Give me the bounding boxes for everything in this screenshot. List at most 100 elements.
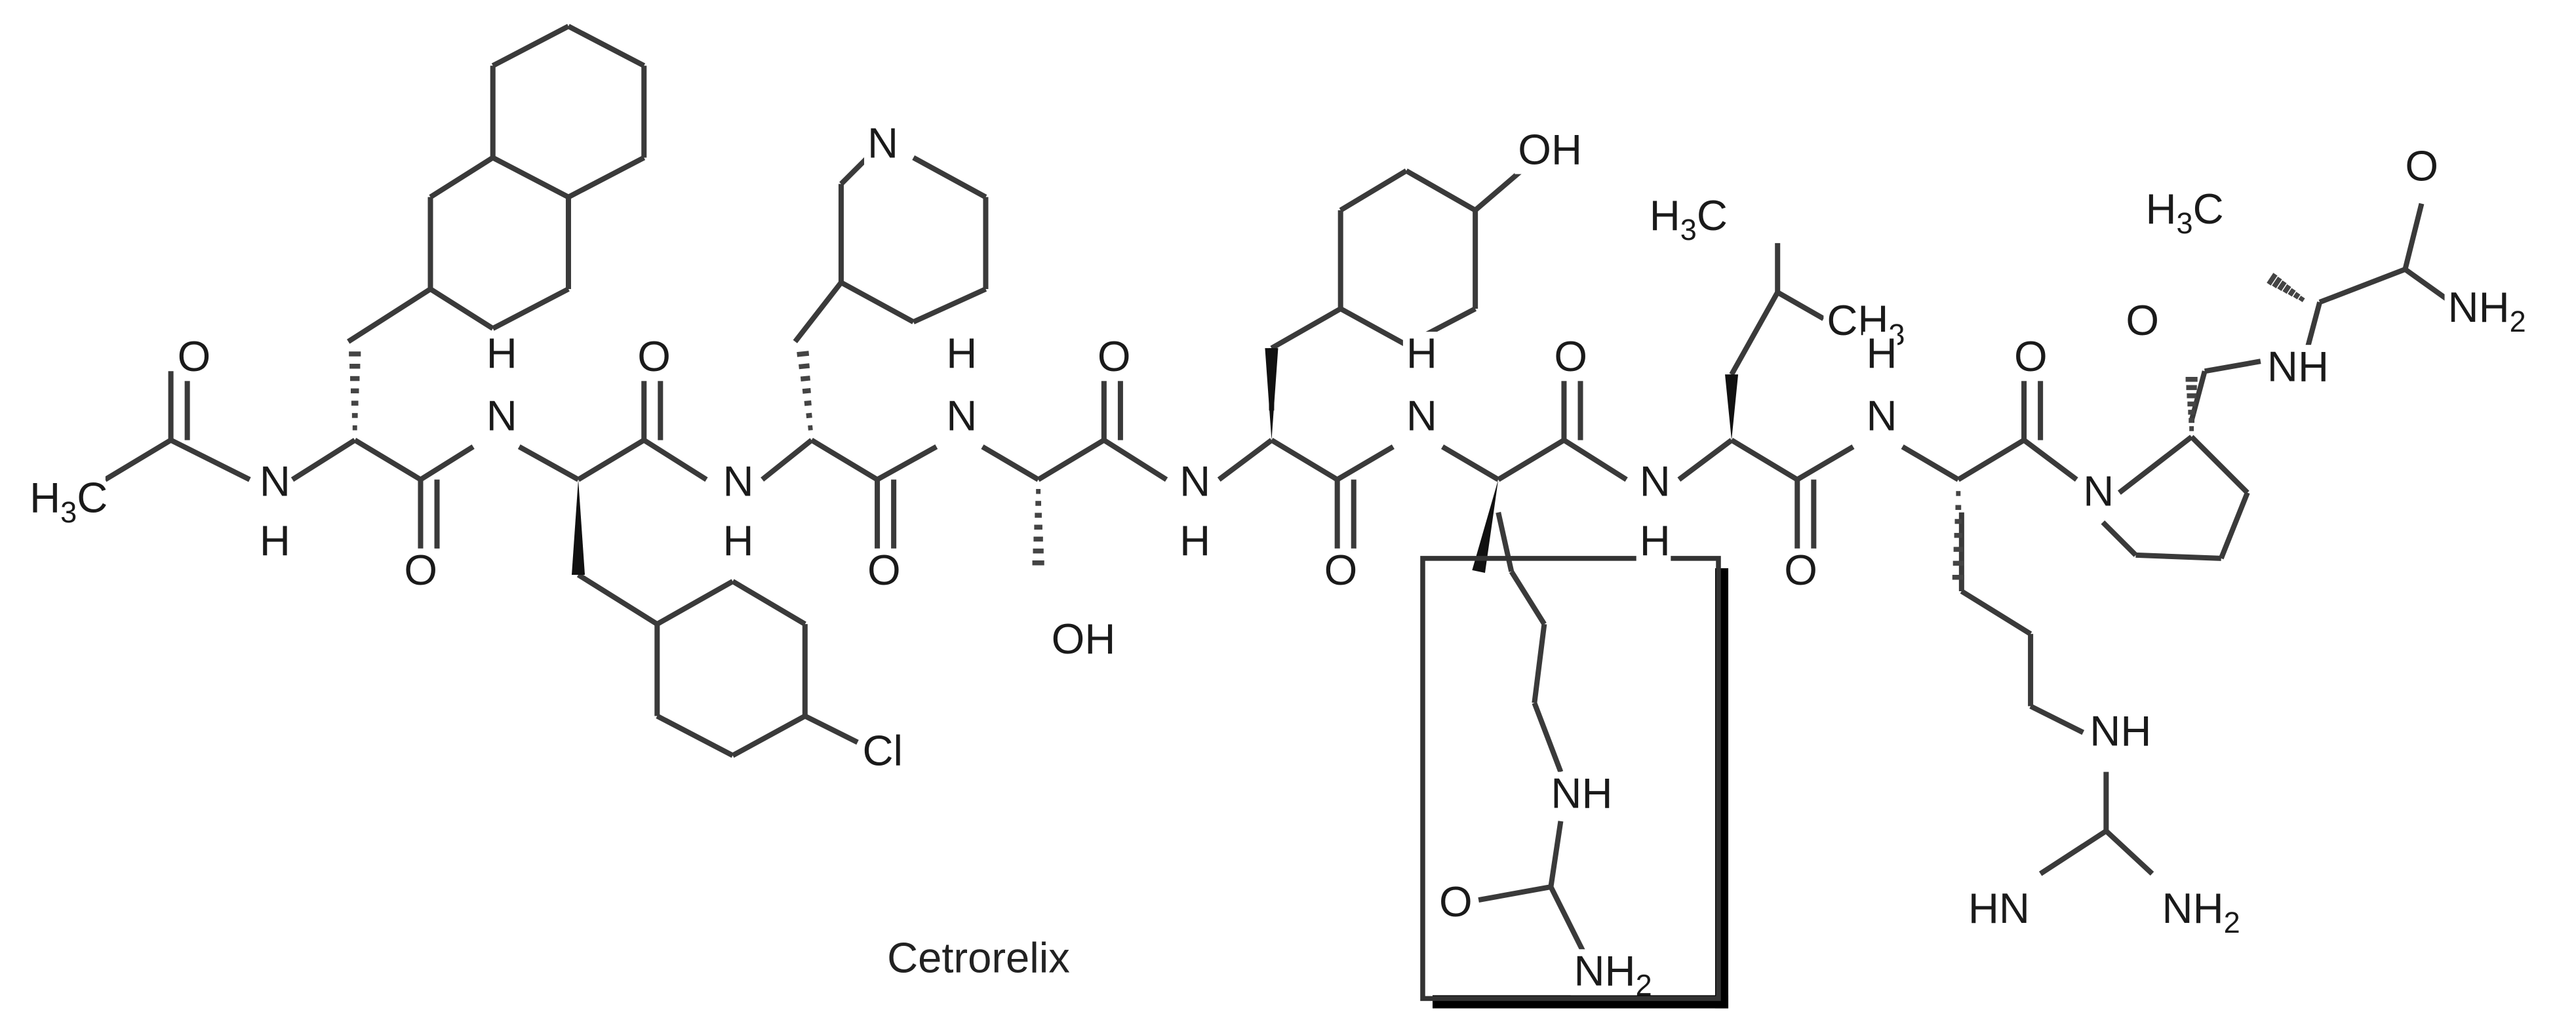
atom-label-arg-hn: HN	[1968, 884, 2030, 932]
atom-label-pyr-n: N	[867, 119, 898, 167]
bond	[567, 24, 646, 68]
atom-label-pro-n: N	[2083, 467, 2114, 515]
bond	[576, 438, 646, 482]
bond	[1901, 444, 1960, 482]
hash-bond-segment	[2293, 292, 2301, 300]
atom-label-ac-ch3: H3C	[30, 474, 108, 529]
citrulline-highlight-box	[1420, 556, 1721, 1002]
bond	[419, 444, 475, 482]
bond	[793, 281, 844, 343]
bond	[731, 713, 806, 758]
atom-label-n3-h: H	[723, 516, 754, 564]
bond	[839, 155, 869, 186]
atom-label-arg-nh2: NH2	[2162, 884, 2240, 939]
bond	[1270, 438, 1339, 482]
atom-label-o4-down: O	[867, 546, 901, 594]
atom-label-n7: N	[1640, 458, 1671, 505]
bond	[104, 438, 172, 482]
bond	[2402, 203, 2425, 270]
atom-label-ala-o: O	[2405, 142, 2438, 190]
hash-bond-segment	[2298, 296, 2305, 302]
bond	[347, 286, 432, 344]
bond	[1729, 291, 1780, 376]
atom-label-arg-nh: NH	[2090, 707, 2151, 755]
hash-bond-segment	[2267, 273, 2278, 286]
atom-label-n1: N	[260, 458, 290, 505]
hash-bond-segment	[2288, 288, 2296, 297]
bond	[2038, 828, 2108, 876]
bond	[1441, 444, 1500, 482]
atom-label-n2: N	[486, 391, 517, 439]
bond	[1548, 886, 1587, 954]
bond	[576, 572, 659, 627]
bond	[1730, 438, 1799, 482]
bond	[1956, 438, 2026, 482]
bond	[1217, 438, 1273, 482]
bond	[429, 286, 494, 331]
hash-bond-segment	[800, 376, 810, 381]
bond	[1562, 438, 1628, 482]
bond	[429, 155, 494, 200]
atom-label-pro-o: O	[2126, 296, 2159, 344]
hash-bond-segment	[2282, 284, 2291, 294]
bond	[981, 444, 1040, 482]
wedge-bond	[1725, 374, 1739, 440]
bond	[1796, 444, 1855, 482]
hash-bond-segment	[808, 425, 813, 431]
bond	[567, 155, 646, 200]
bond	[876, 444, 938, 482]
atom-label-leu-ch3a: H3C	[1650, 191, 1728, 246]
bond	[2104, 828, 2154, 876]
atom-label-ser-oh: OH	[1052, 615, 1116, 663]
atom-label-cl: Cl	[863, 727, 903, 775]
bond	[2404, 267, 2453, 305]
highlight-box	[1420, 556, 1729, 1009]
atom-label-n4-h: H	[946, 329, 977, 377]
bond	[2117, 435, 2194, 495]
bond	[656, 713, 734, 758]
compound-name-caption: Cetrorelix	[887, 933, 1070, 981]
atom-label-o3-up: O	[637, 332, 671, 380]
bond	[1509, 570, 1547, 626]
atom-label-layer: H3CONHOHNOClNNHOHNOHONHOHOHNONHH3CCH3OHN…	[26, 119, 2526, 1002]
atom-label-n8: N	[1867, 391, 1897, 439]
bond	[2029, 703, 2085, 735]
hash-bond-segment	[2272, 277, 2282, 288]
bond	[761, 438, 814, 482]
bond	[169, 437, 251, 482]
bond	[1473, 168, 1523, 212]
bond	[517, 444, 580, 482]
atom-label-o7-up: O	[1554, 332, 1587, 380]
bond	[1548, 821, 1564, 887]
bond	[491, 286, 570, 331]
atom-label-ala-nh: NH	[2267, 342, 2329, 390]
bond	[1497, 438, 1566, 482]
bond	[804, 713, 859, 745]
bond	[2219, 492, 2250, 560]
bond	[2304, 301, 2322, 353]
bond	[912, 155, 987, 200]
atom-label-n5-h: H	[1179, 516, 1210, 564]
bond	[1776, 290, 1825, 321]
bond	[1336, 444, 1395, 482]
atom-label-n2-h: H	[486, 329, 517, 377]
atom-label-o9-up: O	[2014, 332, 2048, 380]
bond	[656, 579, 734, 627]
atom-label-o6-down: O	[1324, 546, 1358, 594]
atom-label-cit-nh2: NH2	[1574, 946, 1652, 1002]
wedge-bond	[1472, 479, 1499, 574]
bond	[1404, 168, 1477, 213]
bond	[2204, 359, 2261, 374]
bond	[1339, 168, 1408, 213]
bond	[643, 438, 708, 482]
bond	[1532, 701, 1564, 773]
bond	[2101, 520, 2138, 557]
atom-label-cit-o: O	[1439, 878, 1473, 926]
bond	[491, 24, 570, 68]
atom-label-n7-h: H	[1640, 516, 1671, 564]
atom-label-n6-h: H	[1406, 329, 1437, 377]
bond	[1960, 589, 2032, 636]
stereo-bond-layer	[349, 273, 2305, 580]
